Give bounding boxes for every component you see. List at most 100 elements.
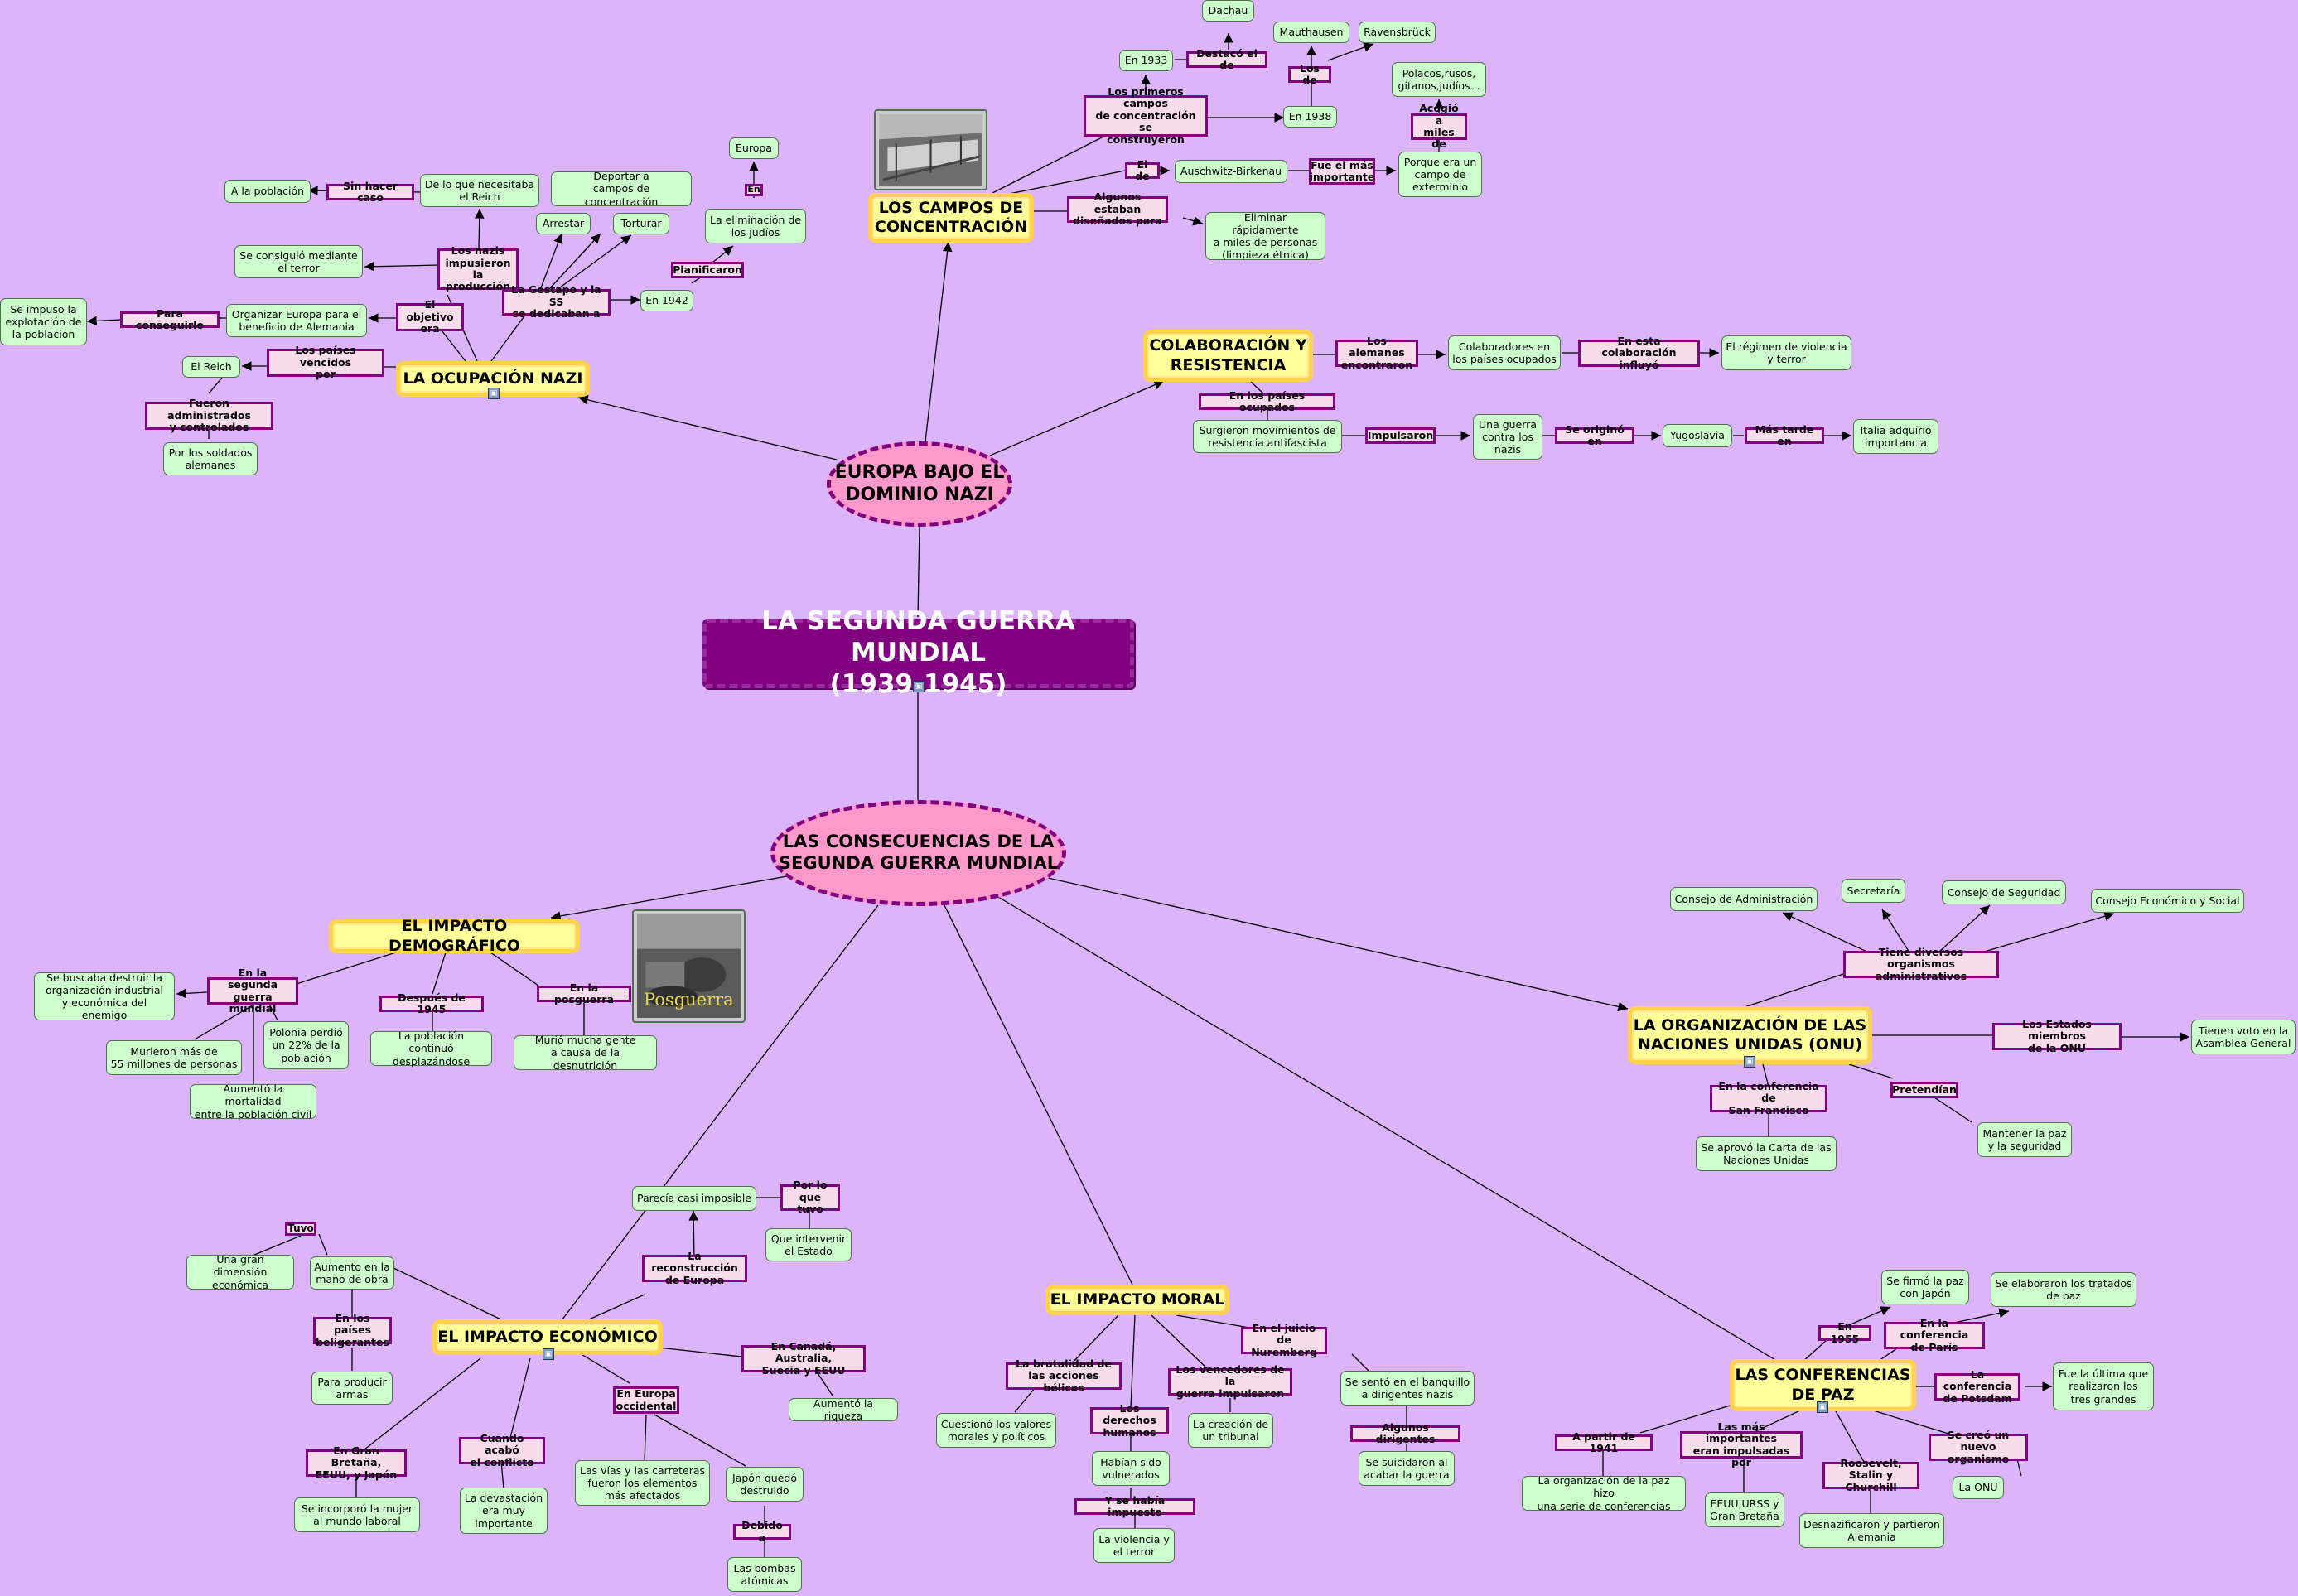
leaf-eeuu-urss[interactable]: EEUU,URSS y Gran Bretaña [1705,1492,1784,1527]
posguerra-photo[interactable]: Posguerra [632,909,746,1023]
leaf-eliminacion-judios[interactable]: La eliminación de los judíos [705,209,806,243]
hub-europa[interactable]: EUROPA BAJO EL DOMINIO NAZI [827,441,1012,527]
label-despues-1945: Después de 1945 [379,996,484,1012]
leaf-casi-imposible[interactable]: Parecía casi imposible [632,1186,756,1211]
leaf-mantener-paz[interactable]: Mantener la paz y la seguridad [1977,1122,2072,1157]
leaf-se-consiguio[interactable]: Se consiguió mediante el terror [234,245,363,278]
concentration-camp-photo[interactable] [874,109,987,190]
leaf-voto[interactable]: Tienen voto en la Asamblea General [2191,1020,2296,1054]
leaf-de-lo-que-necesitaba[interactable]: De lo que necesitaba el Reich [420,174,539,207]
label-derechos: Los derechos humanos [1090,1407,1169,1434]
leaf-regimen[interactable]: El régimen de violencia y terror [1721,335,1851,370]
label-acogio: Acogió a miles de [1411,113,1467,140]
leaf-porque-exterminio[interactable]: Porque era un campo de exterminio [1398,152,1482,197]
resource-icon[interactable]: ▣ [543,1348,554,1360]
label-para-conseguirlo: Para conseguirlo [120,311,220,328]
leaf-yugoslavia[interactable]: Yugoslavia [1663,424,1732,447]
leaf-carta[interactable]: Se aprovó la Carta de las Naciones Unida… [1696,1136,1837,1171]
leaf-vulnerados[interactable]: Habían sido vulnerados [1092,1451,1170,1486]
leaf-murieron[interactable]: Murieron más de 55 millones de personas [106,1040,242,1075]
main-title-line1: LA SEGUNDA GUERRA MUNDIAL [707,606,1130,669]
resource-icon[interactable]: ▣ [488,388,500,399]
leaf-cuestiono[interactable]: Cuestionó los valores morales y político… [936,1413,1056,1448]
leaf-mauthausen[interactable]: Mauthausen [1273,22,1349,43]
leaf-arrestar[interactable]: Arrestar [536,213,591,234]
label-estados-miembros: Los Estados miembros de la ONU [1992,1023,2122,1050]
leaf-intervenir[interactable]: Que intervenir el Estado [765,1228,852,1261]
label-mas-tarde: Más tarde en [1745,427,1824,444]
leaf-mano-obra[interactable]: Aumento en la mano de obra [310,1256,394,1290]
resource-icon[interactable]: ▣ [1744,1056,1755,1068]
leaf-consejo-administracion[interactable]: Consejo de Administración [1670,887,1818,911]
label-san-francisco: En la conferencia de San Francisco [1710,1085,1827,1112]
leaf-paz-japon[interactable]: Se firmó la paz con Japón [1881,1270,1969,1304]
leaf-producir-armas[interactable]: Para producir armas [311,1372,393,1405]
resource-icon[interactable]: ▣ [1817,1401,1828,1413]
leaf-gran-dimension[interactable]: Una gran dimensión económica [186,1255,294,1290]
leaf-polonia[interactable]: Polonia perdió un 22% de la población [263,1021,349,1069]
leaf-devastacion[interactable]: La devastación era muy importante [460,1488,548,1534]
hub-consecuencias[interactable]: LAS CONSECUENCIAS DE LA SEGUNDA GUERRA M… [770,800,1066,906]
topic-moral[interactable]: EL IMPACTO MORAL [1045,1285,1229,1315]
leaf-vias[interactable]: Las vías y las carreteras fueron los ele… [575,1460,710,1506]
leaf-organizar-europa[interactable]: Organizar Europa para el beneficio de Al… [226,304,367,337]
leaf-colaboradores[interactable]: Colaboradores en los países ocupados [1448,335,1561,370]
leaf-en-1938[interactable]: En 1938 [1283,106,1337,128]
label-tuvo: Tuvo [285,1222,316,1236]
leaf-por-los-soldados[interactable]: Por los soldados alemanes [163,442,258,475]
leaf-secretaria[interactable]: Secretaría [1842,879,1905,903]
leaf-banquillo[interactable]: Se sentó en el banquillo a dirigentes na… [1340,1371,1475,1406]
leaf-deportar[interactable]: Deportar a campos de concentración [551,171,692,206]
leaf-torturar[interactable]: Torturar [613,213,669,234]
resource-icon[interactable]: ▣ [913,681,925,692]
leaf-en-1942[interactable]: En 1942 [640,290,693,311]
topic-campos[interactable]: LOS CAMPOS DE CONCENTRACIÓN [868,193,1034,243]
leaf-guerra-nazis[interactable]: Una guerra contra los nazis [1473,414,1542,460]
camp-photo-image [879,114,982,186]
leaf-mujer[interactable]: Se incorporó la mujer al mundo laboral [294,1497,420,1532]
leaf-destruir-organizacion[interactable]: Se buscaba destruir la organización indu… [34,972,175,1020]
leaf-tribunal[interactable]: La creación de un tribunal [1188,1413,1273,1448]
label-en: En [745,184,763,196]
leaf-a-la-poblacion[interactable]: A la población [224,180,311,203]
leaf-el-reich[interactable]: El Reich [182,356,240,378]
label-por-lo-que: Por lo que tuvo [780,1184,840,1211]
leaf-dachau[interactable]: Dachau [1202,0,1254,22]
leaf-tratados[interactable]: Se elaboraron los tratados de paz [1991,1272,2136,1307]
leaf-serie-conferencias[interactable]: La organización de la paz hizo una serie… [1522,1476,1686,1511]
leaf-riqueza[interactable]: Aumentó la riqueza [789,1398,898,1421]
leaf-desnazificaron[interactable]: Desnazificaron y partieron Alemania [1799,1513,1944,1548]
label-paises-ocupados: En los países ocupados [1199,393,1335,410]
leaf-surgieron[interactable]: Surgieron movimientos de resistencia ant… [1193,420,1342,453]
leaf-ravensbruck[interactable]: Ravensbrück [1359,22,1436,43]
leaf-italia[interactable]: Italia adquirió importancia [1853,419,1938,454]
label-algunos-dirigentes: Algunos dirigentes [1350,1425,1460,1442]
leaf-consejo-seguridad[interactable]: Consejo de Seguridad [1942,880,2066,904]
main-title[interactable]: LA SEGUNDA GUERRA MUNDIAL (1939-1945) [702,619,1134,688]
label-destaco: Destacó el de [1186,51,1267,68]
leaf-en-1933[interactable]: En 1933 [1119,50,1173,71]
leaf-mortalidad[interactable]: Aumentó la mortalidad entre la población… [190,1084,316,1119]
leaf-consejo-economico[interactable]: Consejo Económico y Social [2091,889,2244,913]
leaf-eliminar[interactable]: Eliminar rápidamente a miles de personas… [1205,212,1325,260]
label-canada: En Canadá, Australia, Suecia y EEUU [741,1345,866,1372]
label-brutalidad: La brutalidad de las acciones bélicas [1006,1362,1122,1390]
topic-colaboracion[interactable]: COLABORACIÓN Y RESISTENCIA [1143,330,1313,382]
leaf-desnutricion[interactable]: Murió mucha gente a causa de la desnutri… [514,1035,657,1070]
leaf-la-onu[interactable]: La ONU [1953,1476,2004,1499]
leaf-auschwitz[interactable]: Auschwitz-Birkenau [1175,160,1287,183]
leaf-desplazandose[interactable]: La población continuó desplazándose [370,1031,492,1066]
topic-demografico[interactable]: EL IMPACTO DEMOGRÁFICO [329,919,580,953]
label-creo-organismo: Se creó un nuevo organismo [1929,1434,2028,1461]
leaf-polacos[interactable]: Polacos,rusos, gitanos,judíos... [1392,62,1486,97]
leaf-japon-destruido[interactable]: Japón quedó destruido [726,1467,804,1502]
leaf-bombas[interactable]: Las bombas atómicas [727,1557,802,1592]
label-primeros-campos: Los primeros campos de concentración se … [1084,95,1208,137]
leaf-europa[interactable]: Europa [729,137,779,159]
leaf-se-impuso[interactable]: Se impuso la explotación de la población [0,298,87,345]
leaf-ultima[interactable]: Fue la última que realizaron los tres gr… [2053,1362,2154,1410]
leaf-suicidaron[interactable]: Se suicidaron al acabar la guerra [1359,1451,1455,1486]
leaf-violencia[interactable]: La violencia y el terror [1093,1528,1175,1563]
label-fue-importante: Fue el más importante [1309,158,1375,185]
